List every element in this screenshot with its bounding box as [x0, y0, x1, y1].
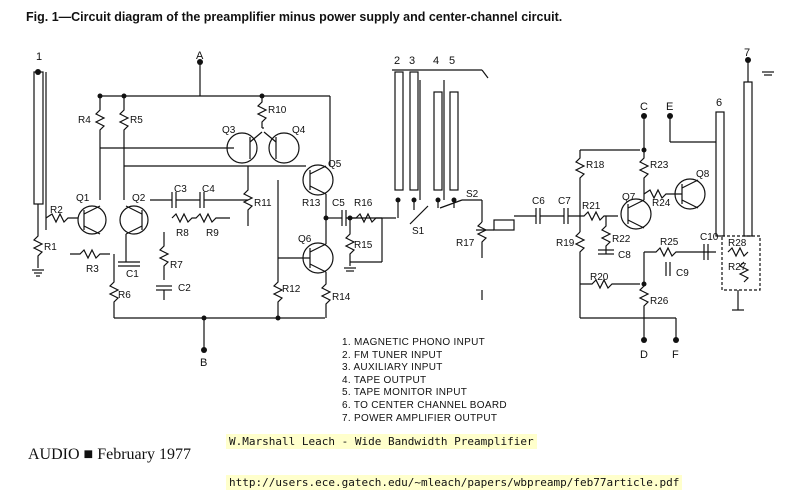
label-r18: R18: [586, 160, 605, 171]
label-r27: R27: [728, 262, 747, 273]
label-q8: Q8: [696, 169, 710, 180]
label-r7: R7: [170, 260, 183, 271]
node-labels: A B C D E F 1 2 3 4 5 6 7: [36, 47, 750, 369]
q7-transistor: [620, 198, 652, 230]
label-r26: R26: [650, 296, 669, 307]
terminal-6-label: 6: [716, 97, 722, 109]
article-url-link[interactable]: http://users.ece.gatech.edu/~mleach/pape…: [226, 475, 683, 490]
node-b-label: B: [200, 357, 207, 369]
label-c6: C6: [532, 196, 545, 207]
journal-footer: AUDIO ■ February 1977: [28, 446, 191, 464]
terminal-legend: 1. MAGNETIC PHONO INPUT 2. FM TUNER INPU…: [342, 337, 507, 425]
terminal-1-label: 1: [36, 51, 42, 63]
label-q3: Q3: [222, 125, 236, 136]
legend-item: 3. AUXILIARY INPUT: [342, 362, 443, 374]
terminal-2-label: 2: [394, 55, 400, 67]
label-s2: S2: [466, 189, 479, 200]
label-r6: R6: [118, 290, 131, 301]
label-c8: C8: [618, 250, 631, 261]
label-c4: C4: [202, 184, 215, 195]
input-2-cable: [394, 71, 404, 191]
figure-caption: Fig. 1—Circuit diagram of the preamplifi…: [26, 10, 563, 24]
label-r13: R13: [302, 198, 321, 209]
q4-transistor: [268, 132, 300, 164]
label-r25: R25: [660, 237, 679, 248]
label-r8: R8: [176, 228, 189, 239]
label-r10: R10: [268, 105, 287, 116]
r2-resistor: [45, 212, 78, 224]
node-a-label: A: [196, 50, 204, 62]
q1-transistor: [77, 205, 107, 235]
legend-item: 2. FM TUNER INPUT: [342, 349, 443, 361]
label-c10: C10: [700, 232, 719, 243]
bullet-separator: ■: [83, 446, 94, 463]
label-r5: R5: [130, 115, 143, 126]
journal-name: AUDIO: [28, 446, 80, 463]
label-r11: R11: [254, 198, 272, 209]
label-r9: R9: [206, 228, 219, 239]
output-connector-box: [721, 235, 761, 291]
label-r15: R15: [354, 240, 373, 251]
input-4-cable: [433, 91, 443, 191]
q2-transistor: [119, 205, 149, 235]
label-s1: S1: [412, 226, 425, 237]
journal-issue: February 1977: [97, 446, 191, 463]
label-r14: R14: [332, 292, 351, 303]
output-7-cable: [743, 81, 753, 237]
label-q6: Q6: [298, 234, 312, 245]
label-r22: R22: [612, 234, 631, 245]
label-r4: R4: [78, 115, 91, 126]
article-credit: W.Marshall Leach - Wide Bandwidth Preamp…: [226, 434, 537, 449]
label-q7: Q7: [622, 192, 636, 203]
label-r20: R20: [590, 272, 609, 283]
label-r2: R2: [50, 205, 63, 216]
label-r1: R1: [44, 242, 57, 253]
node-e-label: E: [666, 101, 673, 113]
terminal-4-label: 4: [433, 55, 439, 67]
output-6-cable: [715, 111, 725, 237]
label-r24: R24: [652, 198, 671, 209]
legend-item: 6. TO CENTER CHANNEL BOARD: [342, 399, 507, 411]
label-r17: R17: [456, 238, 475, 249]
label-r12: R12: [282, 284, 301, 295]
label-q2: Q2: [132, 193, 146, 204]
legend-item: 4. TAPE OUTPUT: [342, 374, 427, 386]
input-3-cable: [409, 71, 419, 191]
s2-switch[interactable]: [439, 199, 463, 209]
node-f-label: F: [672, 349, 679, 361]
label-r19: R19: [556, 238, 575, 249]
label-r3: R3: [86, 264, 99, 275]
input-jack-cable: [33, 71, 44, 205]
component-labels: R4 R5 R2 R1 Q1 Q2 R3 C1 R6 C3 C4 R8 R9 R…: [44, 105, 747, 307]
label-r16: R16: [354, 198, 373, 209]
q5-transistor: [302, 164, 334, 196]
label-q1: Q1: [76, 193, 90, 204]
label-r28: R28: [728, 238, 747, 249]
terminal-5-label: 5: [449, 55, 455, 67]
node-d-label: D: [640, 349, 648, 361]
label-r23: R23: [650, 160, 669, 171]
legend-item: 7. POWER AMPLIFIER OUTPUT: [342, 412, 498, 424]
label-c3: C3: [174, 184, 187, 195]
terminal-7-label: 7: [744, 47, 750, 59]
node-c-label: C: [640, 101, 648, 113]
label-c7: C7: [558, 196, 571, 207]
label-c5: C5: [332, 198, 345, 209]
legend-item: 5. TAPE MONITOR INPUT: [342, 387, 468, 399]
label-q5: Q5: [328, 159, 342, 170]
terminal-3-label: 3: [409, 55, 415, 67]
input-5-cable: [449, 91, 459, 191]
label-r21: R21: [582, 201, 601, 212]
label-c1: C1: [126, 269, 139, 280]
legend-item: 1. MAGNETIC PHONO INPUT: [342, 337, 486, 348]
s1-switch[interactable]: [409, 205, 429, 225]
label-q4: Q4: [292, 125, 306, 136]
label-c9: C9: [676, 268, 689, 279]
label-c2: C2: [178, 283, 191, 294]
